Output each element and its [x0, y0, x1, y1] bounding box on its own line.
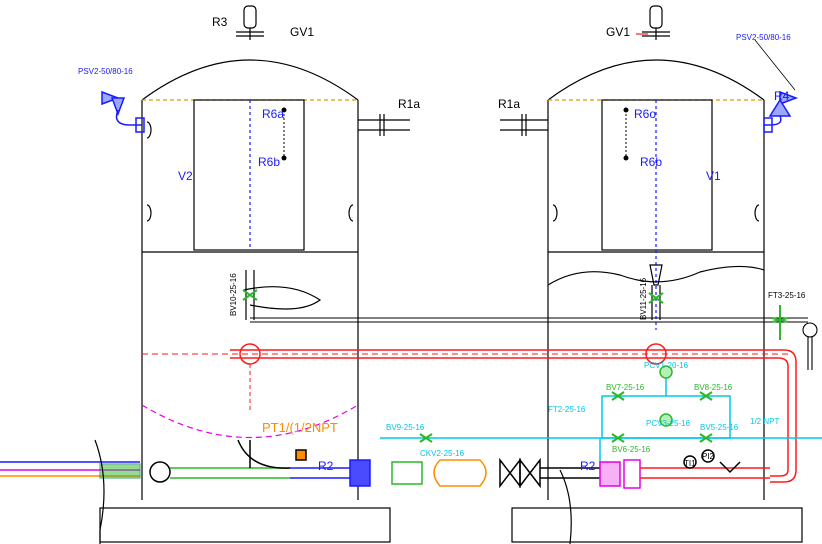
label-gv1-right: GV1 — [606, 25, 630, 39]
label-r6b-right: R6b — [640, 155, 662, 169]
text-labels: R3 GV1 GV1 PSV2-50/80-16 PSV2-50/80-16 R… — [78, 15, 806, 473]
label-ckv2: CKV2-25-16 — [420, 449, 465, 458]
label-bv9: BV9-25-16 — [386, 423, 425, 432]
label-v1: V1 — [706, 169, 721, 183]
skids — [94, 439, 803, 544]
label-pt1: PT1/(1/2NPT — [262, 420, 338, 435]
label-r2-left: R2 — [318, 459, 334, 473]
nozzle-r1a-right — [500, 114, 548, 136]
vessel-v2 — [141, 59, 359, 500]
label-r6o: R6o — [634, 107, 656, 121]
label-bv5: BV5-25-16 — [700, 423, 739, 432]
label-r3: R3 — [212, 15, 228, 29]
label-psv-left: PSV2-50/80-16 — [78, 67, 133, 76]
label-r6b-left: R6b — [258, 155, 280, 169]
nozzle-r1a-left — [358, 114, 410, 136]
label-r1a-left: R1a — [398, 97, 420, 111]
label-ft2: FT2-25-16 — [548, 405, 586, 414]
label-pcv3: PCV3-25-16 — [646, 419, 691, 428]
vessel-v1 — [547, 59, 765, 500]
label-pcv1: PCV1-20-16 — [644, 361, 689, 370]
label-bv11: BV11-25-16 — [639, 277, 648, 320]
label-bv8: BV8-25-16 — [694, 383, 733, 392]
drain-bv10 — [242, 270, 258, 320]
psv-left-icon — [101, 90, 145, 133]
label-r2-right: R2 — [580, 459, 596, 473]
label-bv7: BV7-25-16 — [606, 383, 645, 392]
label-r1a-right: R1a — [498, 97, 520, 111]
label-r4: R4 — [774, 89, 790, 103]
psv-right-icon — [763, 90, 799, 133]
label-npt: 1/2 NPT — [750, 417, 779, 426]
label-ft3: FT3-25-16 — [768, 291, 806, 300]
red-pipe — [142, 343, 797, 483]
label-gv1-left: GV1 — [290, 25, 314, 39]
label-bv6: BV6-25-16 — [612, 445, 651, 454]
label-r6a: R6a — [262, 107, 284, 121]
label-pi2: PI2 — [702, 452, 715, 461]
label-bv10: BV10-25-16 — [229, 273, 238, 316]
main-line — [0, 439, 770, 489]
drain-header — [250, 305, 818, 370]
drain-bv11 — [648, 264, 664, 320]
label-v2: V2 — [178, 169, 193, 183]
bypass-loop — [380, 365, 822, 470]
label-ti1: TI1 — [684, 459, 696, 468]
instrument-points — [281, 107, 629, 161]
top-nozzle-left — [236, 5, 264, 40]
top-nozzle-right — [636, 5, 670, 40]
label-psv-right: PSV2-50/80-16 — [736, 33, 791, 42]
